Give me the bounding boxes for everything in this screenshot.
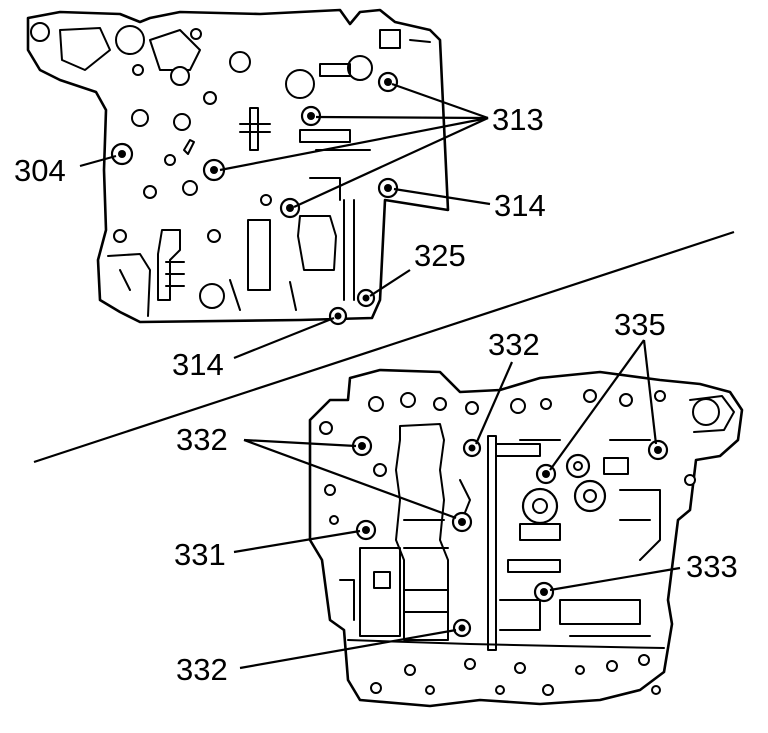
bolt-314-top — [377, 177, 399, 199]
callout-332-top: 332 — [488, 327, 540, 362]
lower-bolts — [351, 435, 669, 638]
callout-333: 333 — [686, 549, 738, 584]
callout-314-top: 314 — [494, 188, 546, 223]
callout-314-bottom: 314 — [172, 347, 224, 382]
bolt-313-d — [279, 197, 301, 219]
bolt-335-b — [647, 439, 669, 461]
lower-valve-body — [308, 368, 744, 708]
separator-line — [33, 230, 735, 464]
bolt-314-bottom — [328, 306, 348, 326]
callout-325: 325 — [414, 238, 466, 273]
bolt-333 — [533, 581, 555, 603]
callout-labels: 313 304 314 325 314 332 335 332 331 333 … — [14, 102, 738, 687]
bolt-304 — [110, 142, 134, 166]
bolt-313-a — [377, 71, 399, 93]
bolt-331 — [355, 519, 377, 541]
leader-lines — [79, 82, 681, 670]
callout-335: 335 — [614, 307, 666, 342]
bolt-325 — [356, 288, 376, 308]
callout-332-bottom: 332 — [176, 652, 228, 687]
callout-304: 304 — [14, 153, 66, 188]
callout-313: 313 — [492, 102, 544, 137]
bolt-332-bottom — [452, 618, 472, 638]
bolt-332-mid — [451, 511, 473, 533]
callout-332-left: 332 — [176, 422, 228, 457]
callout-331: 331 — [174, 537, 226, 572]
bolt-335-a — [535, 463, 557, 485]
